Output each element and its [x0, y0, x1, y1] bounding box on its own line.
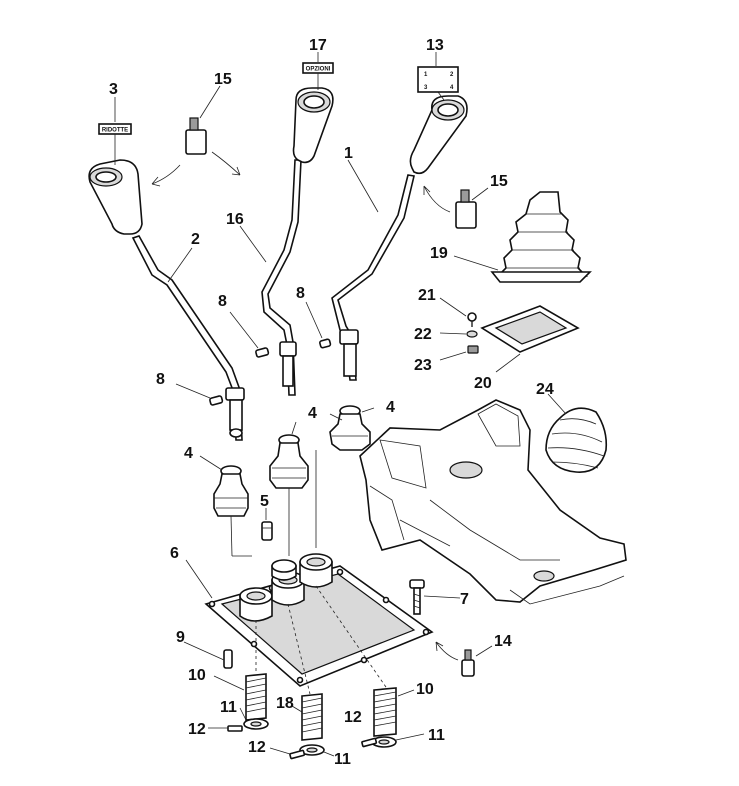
- gaiter-4-left: [213, 465, 249, 517]
- clip-23: [467, 345, 479, 354]
- callout-10-left: 10: [188, 667, 206, 684]
- callout-12-left: 12: [188, 721, 206, 738]
- ridotte-label: RIDOTTE: [102, 128, 128, 134]
- callout-8-b: 8: [296, 285, 305, 302]
- callout-11-middle: 11: [334, 751, 351, 768]
- gaiter-4-right: [329, 405, 371, 451]
- gaiter-4-middle: [269, 434, 309, 489]
- gear-knob-16: [292, 87, 334, 164]
- callout-18: 18: [276, 695, 294, 712]
- pin-8-a: [229, 311, 270, 358]
- callout-6: 6: [170, 545, 179, 562]
- bolt-7: [409, 579, 425, 615]
- pin-8-b: [305, 301, 332, 349]
- pattern-1: 1: [424, 72, 428, 78]
- callout-17: 17: [309, 37, 327, 54]
- callout-23: 23: [414, 357, 432, 374]
- callout-20: 20: [474, 375, 492, 392]
- dowel-9: [223, 649, 233, 669]
- callout-8-c: 8: [156, 371, 165, 388]
- callout-12-middle: 12: [248, 739, 266, 756]
- gear-knob-13: [409, 95, 468, 175]
- pattern-2: 2: [450, 72, 454, 78]
- callout-12-right: 12: [344, 709, 362, 726]
- bushing-left: [239, 587, 273, 622]
- gear-boot-19: [490, 191, 592, 283]
- gear-lever-1: [331, 174, 415, 381]
- callout-15-left: 15: [214, 71, 232, 88]
- pattern-4: 4: [450, 85, 454, 91]
- gear-lever-2: [131, 235, 245, 441]
- pin-12-right: [361, 737, 378, 748]
- spring-10-right: [373, 687, 397, 737]
- washer-11-middle: [299, 744, 325, 756]
- switch-15-left: [151, 117, 241, 187]
- callout-8-a: 8: [218, 293, 227, 310]
- washer-22: [466, 330, 478, 338]
- sensor-14: [435, 641, 475, 677]
- pattern-3: 3: [424, 85, 428, 91]
- callout-14: 14: [494, 633, 512, 650]
- switch-15-right: [423, 185, 477, 229]
- washer-11-left: [243, 718, 269, 730]
- callout-13: 13: [426, 37, 444, 54]
- callout-19: 19: [430, 245, 448, 262]
- callout-11-right: 11: [428, 727, 445, 744]
- gear-knob-3: [88, 159, 143, 235]
- sleeve-5: [261, 521, 273, 541]
- callout-15-right: 15: [490, 173, 508, 190]
- callout-3: 3: [109, 81, 118, 98]
- callout-4-right: 4: [386, 399, 395, 416]
- callout-5: 5: [260, 493, 269, 510]
- pin-12-middle: [269, 747, 306, 760]
- callout-4-left: 4: [184, 445, 193, 462]
- gear-boot-24: [545, 407, 608, 473]
- screw-21: [467, 312, 477, 327]
- opzioni-label: OPZIONI: [306, 67, 331, 73]
- spring-18-middle: [301, 693, 323, 741]
- callout-7: 7: [460, 591, 469, 608]
- bushing-right: [299, 553, 333, 588]
- callout-21: 21: [418, 287, 436, 304]
- spring-10-left: [245, 673, 267, 721]
- callout-22: 22: [414, 326, 432, 343]
- gasket-frame-20: [480, 305, 580, 353]
- cab-floor-tunnel: [359, 399, 627, 605]
- pin-12-left: [208, 725, 243, 732]
- callout-4-middle: 4: [308, 405, 317, 422]
- callout-9: 9: [176, 629, 185, 646]
- callout-11-left: 11: [220, 699, 237, 716]
- callout-leaders: [114, 52, 567, 757]
- shift-pattern-plate: [417, 66, 459, 93]
- callout-10-right: 10: [416, 681, 434, 698]
- callout-2: 2: [191, 231, 200, 248]
- callout-24: 24: [536, 381, 554, 398]
- pin-8-c: [175, 383, 224, 406]
- bushing-middle: [271, 559, 305, 606]
- gear-lever-16: [261, 159, 302, 396]
- callout-1: 1: [344, 145, 353, 162]
- callout-16: 16: [226, 211, 244, 228]
